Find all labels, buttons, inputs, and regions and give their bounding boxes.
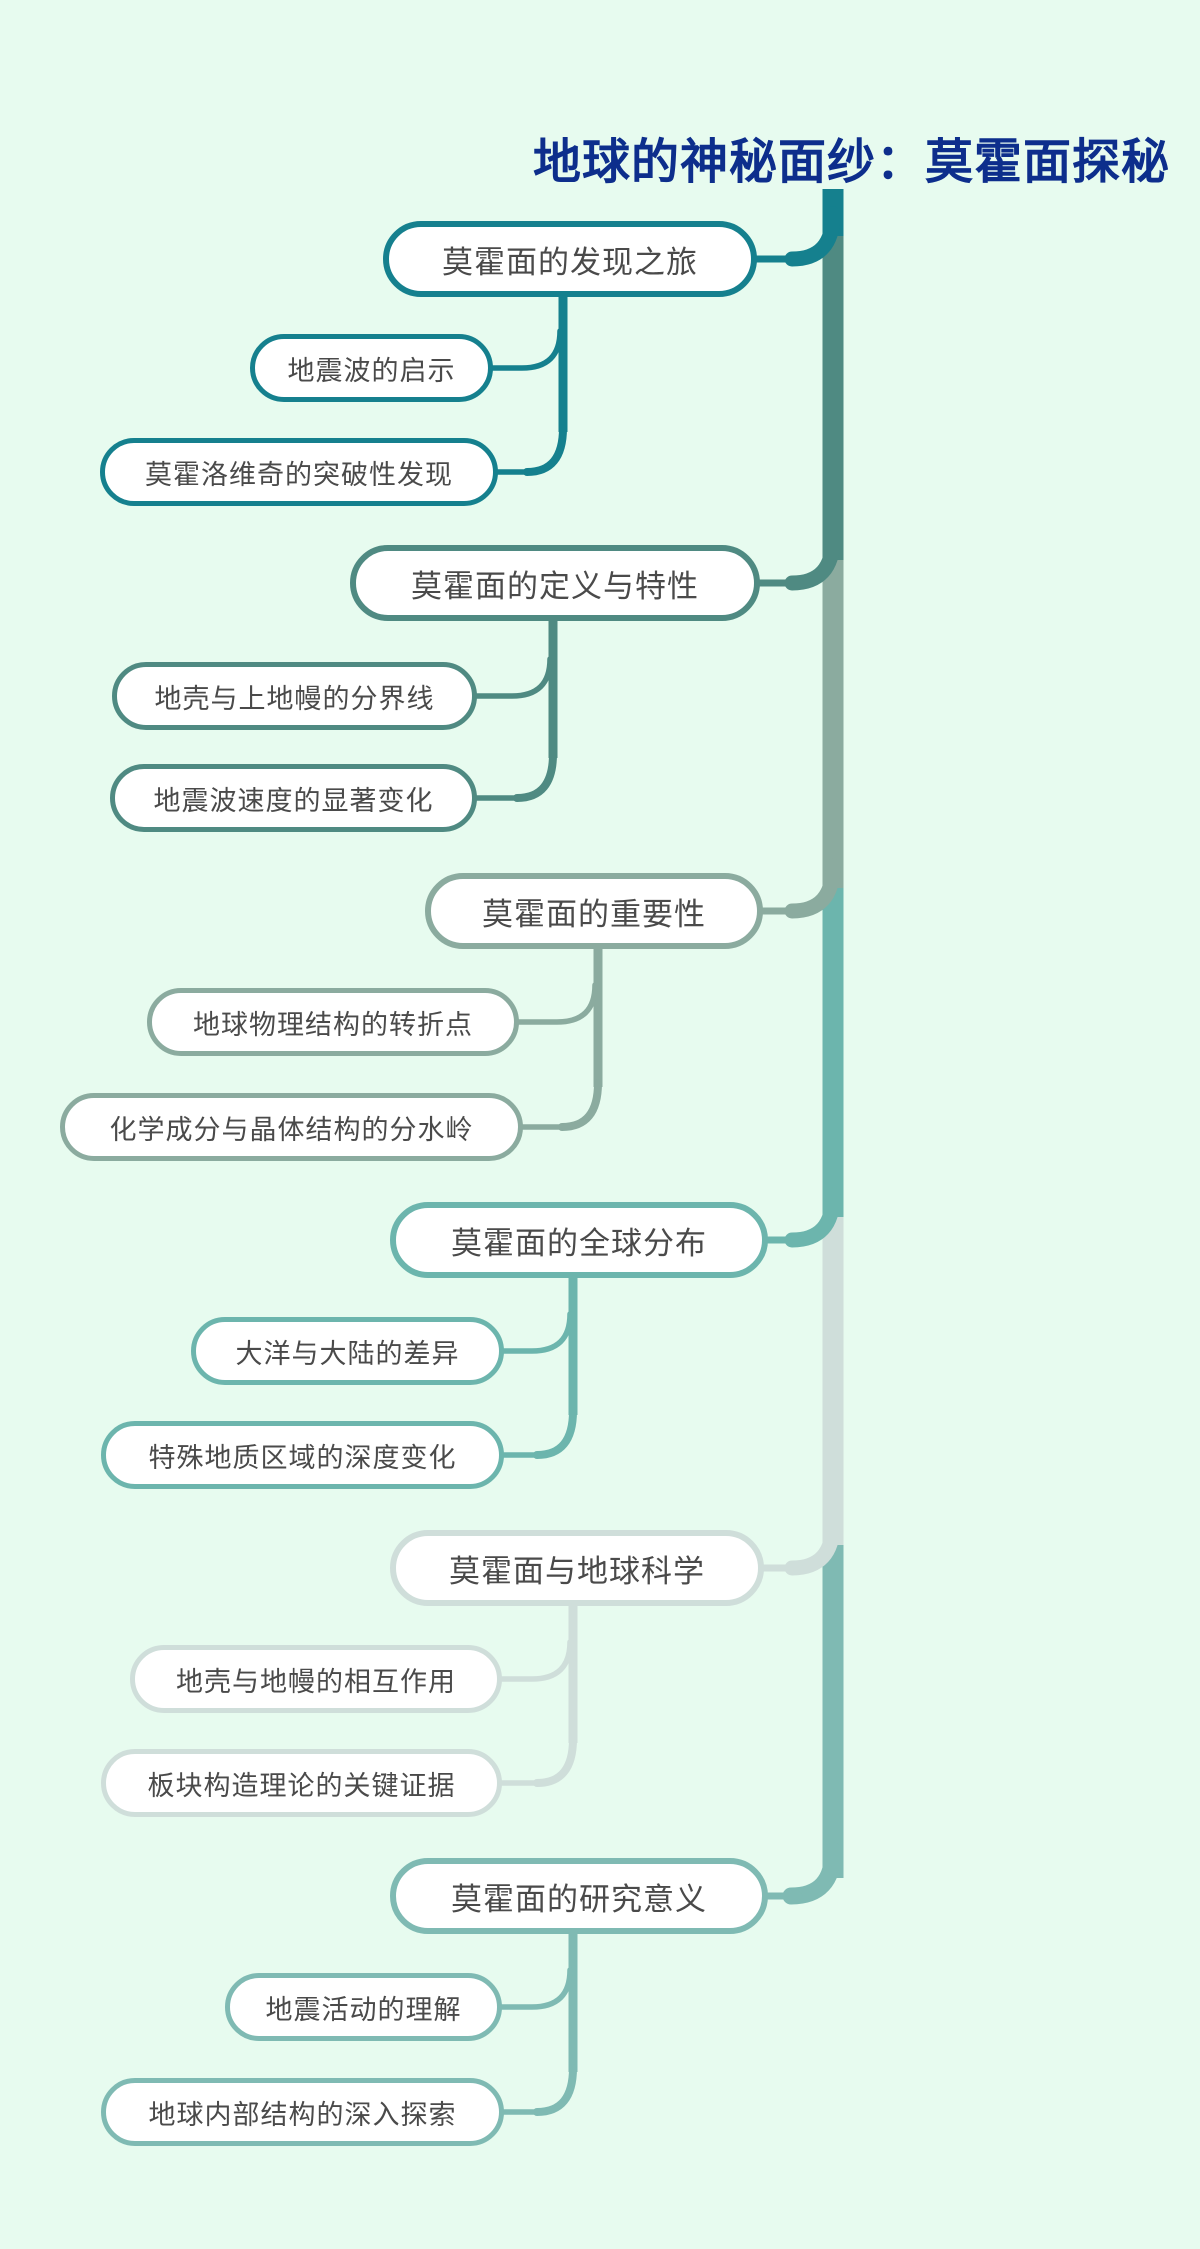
child-connector-4a — [497, 1311, 573, 1354]
branch-5-subtopic-2-node[interactable]: 板块构造理论的关键证据 — [101, 1749, 502, 1817]
child-connector-4b-curve — [533, 1407, 577, 1459]
branch-3-subtopic-1-node[interactable]: 地球物理结构的转折点 — [147, 988, 519, 1056]
child-connector-2b-curve — [513, 750, 557, 802]
trunk-junction-curve-3 — [784, 858, 841, 919]
branch-1-subtopic-2-node[interactable]: 莫霍洛维奇的突破性发现 — [100, 438, 498, 506]
child-connector-2a — [470, 656, 553, 699]
branch-4-subtopic-2-node[interactable]: 特殊地质区域的深度变化 — [101, 1421, 504, 1489]
branch-5-subtopic-1-node[interactable]: 地壳与地幔的相互作用 — [130, 1645, 502, 1713]
trunk-junction-curve-2 — [784, 530, 841, 591]
trunk-junction-curve-5 — [784, 1515, 841, 1576]
child-connector-5a — [495, 1639, 573, 1682]
branch-4-topic-node[interactable]: 莫霍面的全球分布 — [390, 1202, 768, 1278]
child-connector-1b-curve — [523, 424, 567, 476]
trunk-junction-curve-1 — [784, 206, 841, 267]
branch-1-topic-node[interactable]: 莫霍面的发现之旅 — [383, 221, 757, 297]
branch-3-topic-node[interactable]: 莫霍面的重要性 — [425, 873, 763, 949]
branch-2-topic-node[interactable]: 莫霍面的定义与特性 — [350, 545, 760, 621]
branch-1-subtopic-1-node[interactable]: 地震波的启示 — [250, 334, 493, 402]
branch-5-topic-node[interactable]: 莫霍面与地球科学 — [390, 1530, 764, 1606]
branch-6-topic-node[interactable]: 莫霍面的研究意义 — [390, 1858, 768, 1934]
child-connector-3b-curve — [558, 1079, 602, 1131]
child-connector-6a — [495, 1967, 573, 2010]
child-connector-6b-curve — [533, 2064, 577, 2116]
trunk-junction-curve-4 — [784, 1187, 841, 1248]
branch-3-subtopic-2-node[interactable]: 化学成分与晶体结构的分水岭 — [60, 1093, 523, 1161]
branch-6-subtopic-1-node[interactable]: 地震活动的理解 — [225, 1973, 502, 2041]
branch-2-subtopic-1-node[interactable]: 地壳与上地幔的分界线 — [112, 662, 477, 730]
branch-2-subtopic-2-node[interactable]: 地震波速度的显著变化 — [110, 764, 477, 832]
child-connector-1a — [487, 328, 563, 371]
central-topic[interactable]: 地球的神秘面纱：莫霍面探秘 — [533, 136, 1171, 189]
branch-4-subtopic-1-node[interactable]: 大洋与大陆的差异 — [191, 1317, 504, 1385]
child-connector-3a — [512, 982, 598, 1025]
trunk-junction-curve-6 — [782, 1842, 842, 1905]
child-connector-5b-curve — [533, 1735, 577, 1787]
branch-6-subtopic-2-node[interactable]: 地球内部结构的深入探索 — [101, 2078, 504, 2146]
